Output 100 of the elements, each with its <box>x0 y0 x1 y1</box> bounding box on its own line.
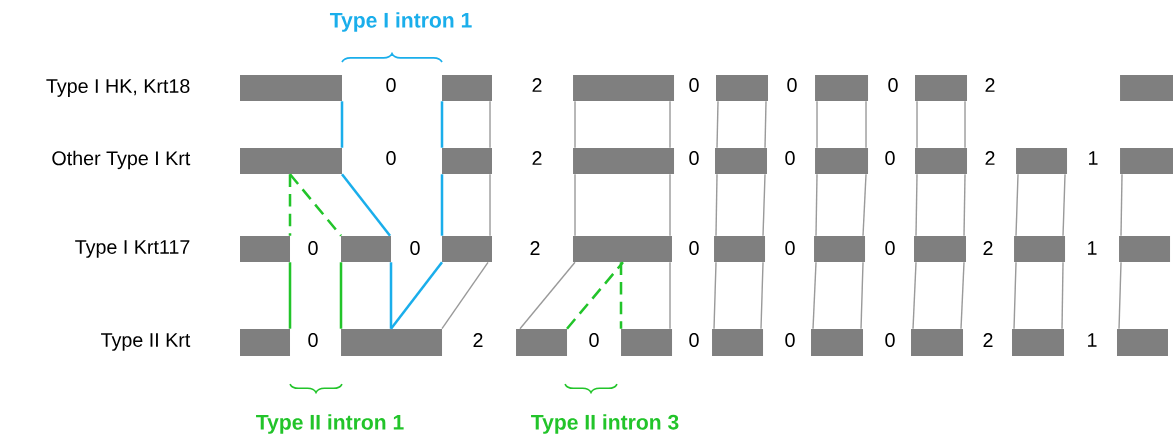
phase-number: 0 <box>888 78 898 92</box>
phase-number: 1 <box>1089 151 1098 165</box>
row-label: Other Type I Krt <box>52 150 191 170</box>
connector-line <box>441 261 489 330</box>
connector-line <box>489 100 491 149</box>
phase-number: 0 <box>689 151 699 165</box>
exon-bar <box>341 329 443 356</box>
exon-bar <box>815 148 869 174</box>
intron-label: Type II intron 3 <box>531 414 679 434</box>
exon-bar <box>915 148 967 174</box>
connector-line <box>762 173 766 237</box>
connector-line <box>716 100 719 149</box>
exon-bar <box>573 75 675 101</box>
phase-number: 1 <box>1088 241 1097 255</box>
row-label: Type II Krt <box>101 333 191 351</box>
exon-bar <box>715 148 767 174</box>
connector-line <box>964 100 966 149</box>
phase-number: 1 <box>1088 333 1097 347</box>
connector-line <box>715 173 718 237</box>
connector-line <box>815 173 818 237</box>
phase-number: 0 <box>885 241 895 255</box>
connector-line <box>669 173 671 237</box>
connector-line <box>390 261 443 330</box>
exon-bar <box>573 236 672 262</box>
intron-label: Type II intron 1 <box>256 414 404 434</box>
connector-line <box>865 100 867 149</box>
connector-line <box>713 261 717 330</box>
phase-number: 2 <box>473 333 483 347</box>
connector-line <box>812 261 817 330</box>
phase-number: 2 <box>985 151 995 165</box>
connector-line <box>862 173 867 237</box>
exon-bar <box>621 329 673 356</box>
row-label: Type I HK, Krt18 <box>46 79 190 97</box>
exon-bar <box>1120 75 1173 101</box>
phase-number: 0 <box>689 333 699 347</box>
exon-bar <box>240 148 342 174</box>
connector-line <box>288 174 292 236</box>
connector-line <box>574 100 576 149</box>
connector-line <box>340 101 344 148</box>
connector-line <box>288 262 292 329</box>
phase-number: 0 <box>785 151 795 165</box>
exon-bar <box>1012 329 1064 356</box>
connector-line <box>389 262 393 329</box>
phase-number: 0 <box>308 241 318 255</box>
phase-number: 2 <box>985 78 995 92</box>
exon-bar <box>341 236 391 262</box>
connector-line <box>566 261 624 330</box>
phase-number: 2 <box>532 151 542 165</box>
exon-bar <box>240 236 290 262</box>
phase-number: 0 <box>689 241 699 255</box>
connector-line <box>760 261 764 330</box>
connector-line <box>963 173 966 237</box>
phase-number: 2 <box>532 78 542 92</box>
connector-line <box>289 173 342 237</box>
exon-bar <box>1119 236 1171 262</box>
connector-line <box>669 100 671 149</box>
exon-bar <box>914 236 966 262</box>
connector-line <box>912 261 917 330</box>
exon-bar <box>911 329 963 356</box>
phase-number: 0 <box>410 241 420 255</box>
connector-line <box>341 173 391 237</box>
connector-line <box>1120 173 1123 237</box>
exon-bar <box>1016 148 1068 174</box>
connector-line <box>915 173 918 237</box>
exon-bar <box>240 75 342 101</box>
phase-number: 0 <box>885 151 895 165</box>
connector-line <box>916 100 918 149</box>
connector-line <box>619 262 623 329</box>
connector-line <box>860 261 864 330</box>
phase-number: 0 <box>386 151 396 165</box>
exon-bar <box>1120 148 1173 174</box>
phase-number: 0 <box>386 78 396 92</box>
exon-bar <box>712 329 764 356</box>
exon-bar <box>814 236 866 262</box>
connector-line <box>816 100 818 149</box>
exon-bar <box>716 75 768 101</box>
exon-bar <box>442 75 492 101</box>
connector-line <box>440 101 444 148</box>
connector-line <box>1013 261 1017 330</box>
intron-label: Type I intron 1 <box>329 12 472 32</box>
exon-bar <box>815 75 869 101</box>
exon-bar <box>1117 329 1168 356</box>
connector-line <box>960 261 965 330</box>
exon-bar <box>1014 236 1066 262</box>
connector-line <box>669 261 671 330</box>
connector-line <box>519 261 576 330</box>
connector-line <box>1061 261 1064 330</box>
phase-number: 0 <box>885 333 895 347</box>
phase-number: 0 <box>787 78 797 92</box>
exon-bar <box>714 236 766 262</box>
row-label: Type I Krt117 <box>75 240 190 258</box>
connector-line <box>574 173 576 237</box>
exon-bar <box>516 329 567 356</box>
exon-bar <box>442 148 492 174</box>
phase-number: 2 <box>530 241 540 255</box>
connector-line <box>1062 173 1066 237</box>
connector-line <box>339 262 343 329</box>
exon-bar <box>442 236 492 262</box>
exon-bar <box>240 329 290 356</box>
phase-number: 0 <box>689 78 699 92</box>
